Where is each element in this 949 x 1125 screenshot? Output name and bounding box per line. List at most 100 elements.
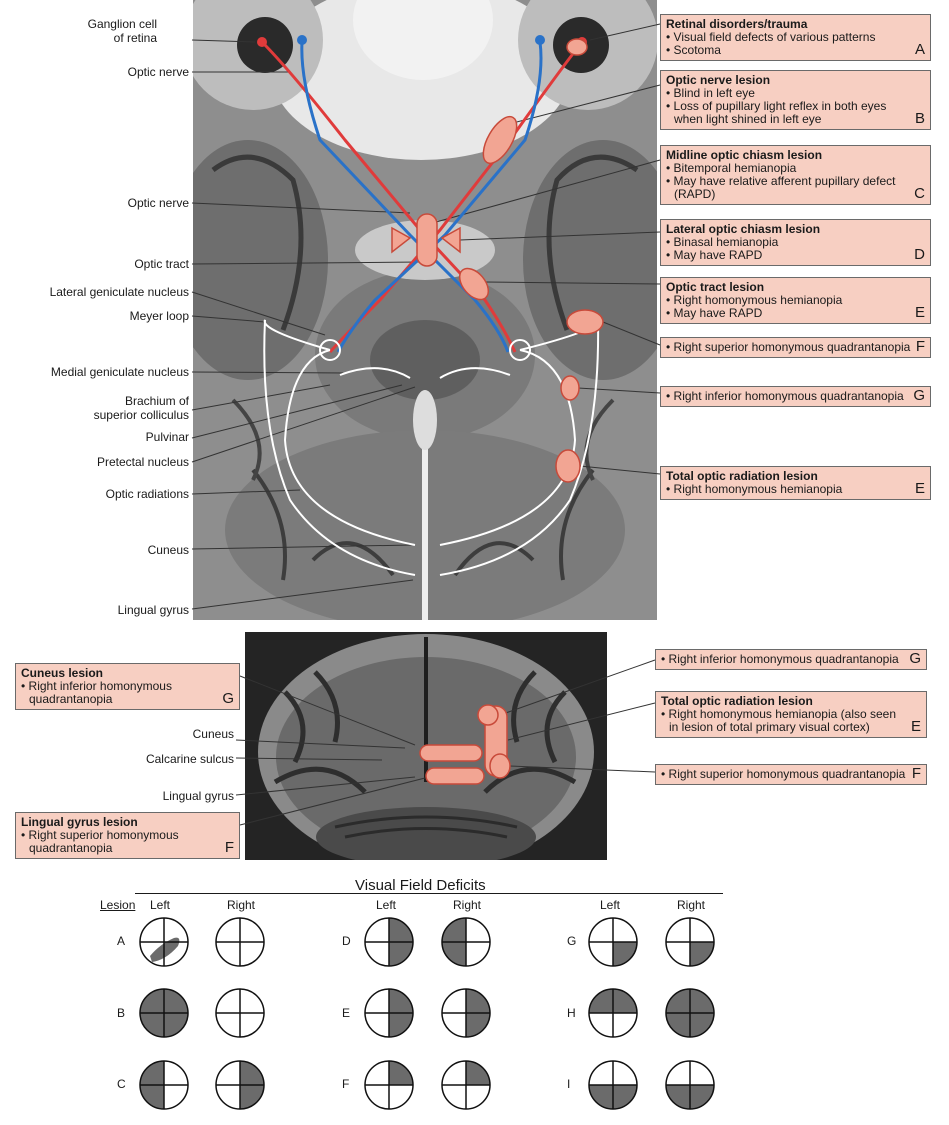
leader-line-22	[235, 757, 383, 761]
leader-line-23	[235, 776, 416, 796]
coronal-lesion-cuneus	[419, 744, 483, 762]
vf-left-header-2: Left	[376, 898, 397, 912]
callout-retinal-disorders: Retinal disorders/trauma Visual field de…	[660, 14, 931, 61]
leader-line-12	[191, 579, 414, 610]
vf-c-left-ll-deficit	[140, 1085, 164, 1109]
vf-b-left-ur-deficit	[164, 989, 188, 1013]
lesion-g-radiation-upper	[560, 375, 580, 401]
vf-left-header-1: Left	[150, 898, 171, 912]
vf-c-right-lr-deficit	[240, 1085, 264, 1109]
callout-lateral-chiasm-lesion: Lateral optic chiasm lesion Binasal hemi…	[660, 219, 931, 266]
label-pulvinar: Pulvinar	[145, 430, 189, 444]
vf-f-right-ur-deficit	[466, 1061, 490, 1085]
vf-i-left-lr-deficit	[613, 1085, 637, 1109]
vf-row-label-a: A	[117, 934, 126, 948]
vf-h-right-ul-deficit	[666, 989, 690, 1013]
leader-line-24	[239, 675, 416, 746]
red-fibers	[260, 40, 584, 354]
vf-row-label-c: C	[117, 1077, 126, 1091]
callout-inferior-quadrantanopia: Right inferior homonymous quadrantanopia…	[660, 386, 931, 407]
coronal-lesion-g	[477, 704, 499, 726]
vf-f-left-ur-deficit	[389, 1061, 413, 1085]
label-optic-nerve: Optic nerve	[127, 196, 189, 210]
leader-line-8	[191, 384, 403, 439]
left-retina-red-dot	[257, 37, 267, 47]
leader-line-5	[191, 315, 266, 323]
coronal-label-calcarine-sulcus: Calcarine sulcus	[145, 752, 234, 766]
leader-line-2	[191, 202, 411, 214]
label-ganglion-cell: Ganglion cell of retina	[87, 17, 157, 45]
coronal-label-cuneus: Cuneus	[192, 727, 234, 741]
leader-line-20	[579, 465, 661, 475]
leader-line-25	[239, 777, 426, 826]
vf-right-header-3: Right	[677, 898, 706, 912]
coronal-lesions	[419, 704, 511, 785]
vf-b-left-lr-deficit	[164, 1013, 188, 1037]
vf-row-label-d: D	[342, 934, 351, 948]
callout-optic-nerve-lesion: Optic nerve lesion Blind in left eye Los…	[660, 70, 931, 130]
vf-g-right-lr-deficit	[690, 942, 714, 966]
callout-coronal-inferior-quadrantanopia: Right inferior homonymous quadrantanopia…	[655, 649, 927, 670]
label-cuneus: Cuneus	[147, 543, 189, 557]
left-retina-blue-dot	[297, 35, 307, 45]
vf-e-right-lr-deficit	[466, 1013, 490, 1037]
callout-cuneus-lesion: Cuneus lesion Right inferior homonymous …	[15, 663, 240, 710]
vf-h-right-lr-deficit	[690, 1013, 714, 1037]
label-optic-nerve-top: Optic nerve	[127, 65, 189, 79]
vf-b-left-ll-deficit	[140, 1013, 164, 1037]
label-brachium: Brachium of superior colliculus	[93, 394, 189, 422]
leader-line-15	[435, 159, 661, 223]
right-retina-blue-dot	[535, 35, 545, 45]
leader-line-28	[509, 765, 656, 773]
lesion-d-lateral-chiasm-left	[391, 226, 412, 254]
vf-right-header-2: Right	[453, 898, 482, 912]
vf-i-right-ll-deficit	[666, 1085, 690, 1109]
axial-lesions	[391, 38, 604, 483]
lesion-c-midline-chiasm	[416, 213, 438, 267]
vf-b-left-ul-deficit	[140, 989, 164, 1013]
vf-e-left-ur-deficit	[389, 989, 413, 1013]
vf-e-left-lr-deficit	[389, 1013, 413, 1037]
label-optic-tract: Optic tract	[134, 257, 189, 271]
callout-total-optic-radiation: Total optic radiation lesion Right homon…	[660, 466, 931, 500]
callout-coronal-superior-quadrantanopia: Right superior homonymous quadrantanopia…	[655, 764, 927, 785]
vf-h-left-ul-deficit	[589, 989, 613, 1013]
leader-line-14	[504, 84, 661, 126]
vf-h-right-ll-deficit	[666, 1013, 690, 1037]
lesion-a-retina	[566, 38, 588, 56]
lesion-f-meyer-loop	[566, 309, 604, 335]
leader-line-16	[459, 231, 661, 241]
visual-field-title: Visual Field Deficits	[355, 877, 486, 894]
lesion-b-optic-nerve	[482, 115, 518, 165]
leader-line-11	[191, 544, 414, 550]
vf-lesion-header: Lesion	[100, 898, 136, 912]
vf-d-right-ul-deficit	[442, 918, 466, 942]
vf-row-label-g: G	[567, 934, 577, 948]
vf-h-right-ur-deficit	[690, 989, 714, 1013]
callout-optic-tract-lesion: Optic tract lesion Right homonymous hemi…	[660, 277, 931, 324]
leader-line-10	[191, 489, 301, 495]
vf-right-header-1: Right	[227, 898, 256, 912]
blue-fibers	[300, 41, 543, 353]
vf-i-right-lr-deficit	[690, 1085, 714, 1109]
callout-lingual-gyrus-lesion: Lingual gyrus lesion Right superior homo…	[15, 812, 240, 859]
callout-coronal-total-optic-radiation: Total optic radiation lesion Right homon…	[655, 691, 927, 738]
label-optic-radiations: Optic radiations	[105, 487, 189, 501]
leader-line-17	[484, 281, 661, 285]
coronal-label-lingual-gyrus: Lingual gyrus	[162, 789, 234, 803]
optic-radiation-outlines	[263, 319, 600, 576]
label-lateral-geniculate-nucleus: Lateral geniculate nucleus	[49, 285, 189, 299]
leader-line-27	[507, 702, 656, 741]
leader-line-9	[191, 386, 416, 463]
vf-d-right-ll-deficit	[442, 942, 466, 966]
vf-e-right-ur-deficit	[466, 989, 490, 1013]
vf-row-label-i: I	[567, 1077, 571, 1091]
leader-line-19	[577, 387, 661, 394]
vf-c-left-ul-deficit	[140, 1061, 164, 1085]
leader-line-18	[602, 321, 661, 346]
vf-d-left-ur-deficit	[389, 918, 413, 942]
leader-line-6	[191, 371, 346, 374]
vf-row-label-h: H	[567, 1006, 576, 1020]
vf-c-right-ur-deficit	[240, 1061, 264, 1085]
